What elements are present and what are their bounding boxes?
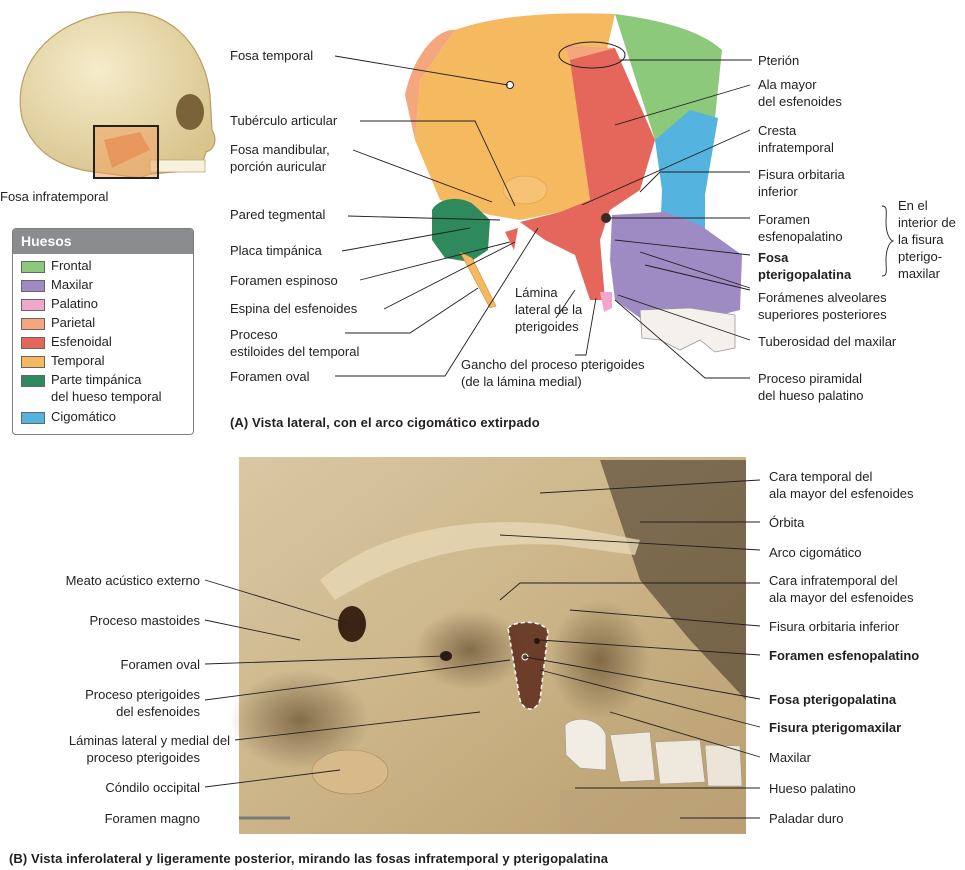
legend-item-maxilar: Maxilar [13, 277, 193, 296]
label-interior-2: interior de [898, 215, 956, 230]
legend-title: Huesos [13, 229, 193, 254]
label-tuberosidad: Tuberosidad del maxilar [758, 334, 897, 349]
label-foramen-esf-b: Foramen esfenopalatino [769, 648, 920, 663]
legend-item-timpanica: Parte timpánica [13, 372, 193, 391]
label-laminas-2: proceso pterigoides [86, 750, 200, 765]
legend-swatch [21, 299, 45, 311]
panel-b-leaders [204, 479, 761, 819]
label-condilo: Cóndilo occipital [105, 780, 200, 795]
label-tuberculo-articular: Tubérculo articular [230, 113, 338, 128]
label-fosa-temporal: Fosa temporal [230, 48, 314, 63]
label-pterigoides-1: Proceso pterigoides [85, 687, 200, 702]
legend-swatch [21, 280, 45, 292]
legend-swatch [21, 375, 45, 387]
label-proceso-estiloides-2: estiloides del temporal [230, 344, 360, 359]
label-foramenes-1: Forámenes alveolares [758, 290, 887, 305]
label-fosa-ptg-1: Fosa [758, 250, 789, 265]
legend-swatch [21, 412, 45, 424]
label-proceso-estiloides-1: Proceso [230, 327, 278, 342]
label-orbita: Órbita [769, 515, 805, 530]
label-cara-temporal-1: Cara temporal del [769, 469, 873, 484]
label-lamina-3: pterigoides [515, 319, 579, 334]
label-cara-infra-2: ala mayor del esfenoides [769, 590, 914, 605]
thumbnail-label: Fosa infratemporal [0, 189, 109, 204]
legend-swatch [21, 337, 45, 349]
label-interior-1: En el [898, 198, 928, 213]
legend-item-frontal: Frontal [13, 258, 193, 277]
label-pared-tegmental: Pared tegmental [230, 207, 326, 222]
label-fosa-mandibular-1: Fosa mandibular, [230, 142, 330, 157]
label-arco-cigomatico: Arco cigomático [769, 545, 862, 560]
label-pterion: Pterión [758, 53, 800, 68]
label-foramen-magno: Foramen magno [104, 811, 200, 826]
label-interior-4: pterigo- [898, 249, 943, 264]
label-laminas-1: Láminas lateral y medial del [68, 733, 230, 748]
label-interior-5: maxilar [898, 266, 940, 281]
label-interior-3: la fisura [898, 232, 944, 247]
legend-item-esfenoidal: Esfenoidal [13, 334, 193, 353]
panel-a-leaders [334, 55, 895, 379]
label-cresta-2: infratemporal [758, 140, 834, 155]
label-foramen-oval-a: Foramen oval [230, 369, 310, 384]
label-ala-mayor-1: Ala mayor [758, 77, 817, 92]
label-ala-mayor-2: del esfenoides [758, 94, 842, 109]
label-cara-temporal-2: ala mayor del esfenoides [769, 486, 914, 501]
legend-swatch [21, 261, 45, 273]
legend-item-timpanica-cont: del hueso temporal [51, 389, 162, 404]
label-gancho-2: (de la lámina medial) [461, 374, 582, 389]
label-foramen-esf-1: Foramen [758, 212, 811, 227]
legend-item-palatino: Palatino [13, 296, 193, 315]
label-gancho-1: Gancho del proceso pterigoides [461, 357, 645, 372]
label-lamina-1: Lámina [515, 285, 558, 300]
legend-swatch [21, 318, 45, 330]
label-foramen-espinoso: Foramen espinoso [230, 273, 338, 288]
label-foramen-oval-b: Foramen oval [120, 657, 200, 672]
label-fosa-ptg-2: pterigopalatina [758, 267, 852, 282]
label-cresta-1: Cresta [758, 123, 797, 138]
label-fosa-ptg-b: Fosa pterigopalatina [769, 692, 897, 707]
label-foramen-esf-2: esfenopalatino [758, 229, 843, 244]
label-piramidal-1: Proceso piramidal [758, 371, 863, 386]
label-fosa-mandibular-2: porción auricular [230, 159, 327, 174]
thumbnail-skull [19, 11, 216, 179]
label-placa-timpanica: Placa timpánica [230, 243, 322, 258]
label-foramenes-2: superiores posteriores [758, 307, 887, 322]
caption-panel-a: (A) Vista lateral, con el arco cigomátic… [230, 415, 540, 430]
label-fisura-orbitaria-1: Fisura orbitaria [758, 167, 845, 182]
legend-swatch [21, 356, 45, 368]
label-paladar-b: Paladar duro [769, 811, 844, 826]
legend-item-temporal: Temporal [13, 353, 193, 372]
label-piramidal-2: del hueso palatino [758, 388, 864, 403]
label-espina-esfenoides: Espina del esfenoides [230, 301, 358, 316]
label-fisura-orbitaria-b: Fisura orbitaria inferior [769, 619, 900, 634]
legend-item-parietal: Parietal [13, 315, 193, 334]
label-palatino-b: Hueso palatino [769, 781, 856, 796]
label-cara-infra-1: Cara infratemporal del [769, 573, 898, 588]
legend-item-cigomatico: Cigomático [13, 409, 193, 428]
caption-panel-b: (B) Vista inferolateral y ligeramente po… [9, 851, 609, 866]
label-fisura-ptm-b: Fisura pterigomaxilar [769, 720, 902, 735]
label-maxilar-b: Maxilar [769, 750, 811, 765]
bones-legend: Huesos Frontal Maxilar Palatino Parietal… [12, 228, 194, 435]
label-fisura-orbitaria-2: inferior [758, 184, 798, 199]
panel-b-photo [230, 457, 746, 834]
label-lamina-2: lateral de la [515, 302, 583, 317]
panel-a-illustration [405, 13, 742, 353]
label-meato: Meato acústico externo [65, 573, 200, 588]
label-mastoides: Proceso mastoides [89, 613, 200, 628]
label-pterigoides-2: del esfenoides [116, 704, 200, 719]
